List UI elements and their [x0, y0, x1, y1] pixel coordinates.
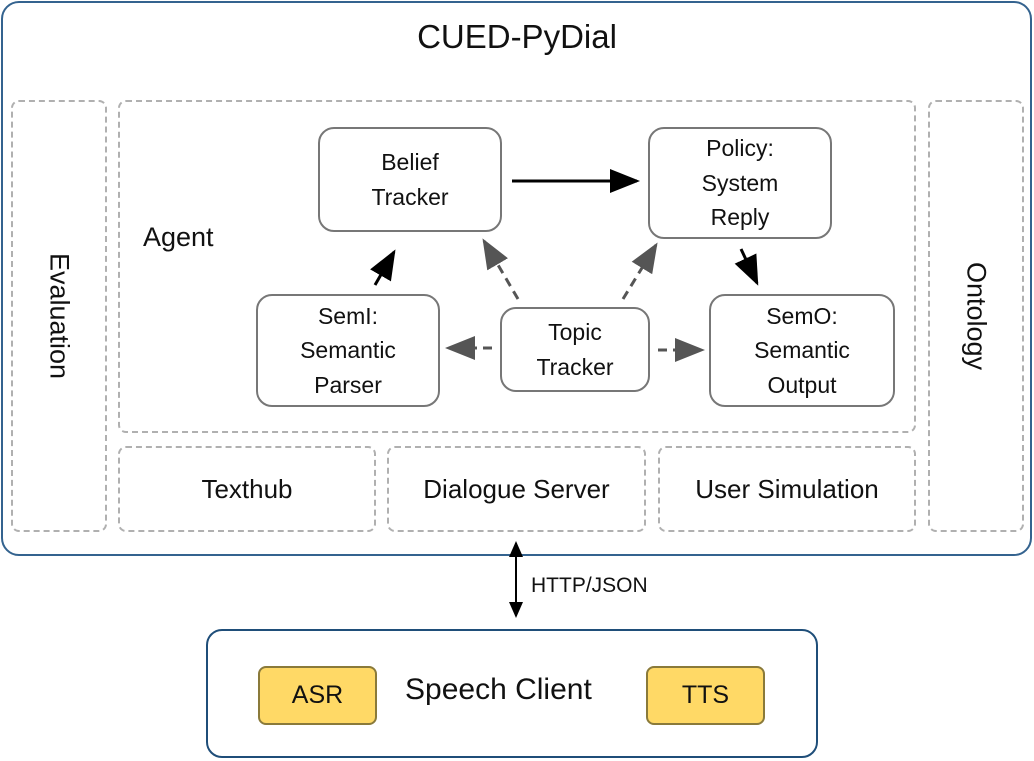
dialogue-server-module: Dialogue Server	[387, 446, 646, 532]
user-simulation-module: User Simulation	[658, 446, 916, 532]
user-simulation-label: User Simulation	[695, 473, 879, 504]
policy-label: Policy: System Reply	[701, 135, 779, 231]
semo-node: SemO: Semantic Output	[709, 294, 895, 407]
topic-to-belief-arrow	[482, 238, 520, 300]
tts-label: TTS	[681, 681, 730, 709]
agent-panel	[118, 100, 916, 433]
asr-label: ASR	[291, 681, 344, 709]
tts-box: TTS	[646, 666, 765, 725]
asr-box: ASR	[258, 666, 377, 725]
policy-to-semo-arrow	[734, 248, 759, 286]
ontology-panel	[928, 100, 1024, 532]
evaluation-panel	[11, 100, 107, 532]
agent-label: Agent	[143, 222, 214, 252]
semi-to-belief-arrow	[370, 249, 396, 286]
http-json-label: HTTP/JSON	[531, 574, 648, 597]
speech-client-label: Speech Client	[405, 673, 592, 706]
topic-tracker-label: Topic Tracker	[536, 319, 614, 380]
belief-tracker-node: Belief Tracker	[318, 127, 502, 232]
topic-tracker-node: Topic Tracker	[500, 307, 650, 392]
texthub-module: Texthub	[118, 446, 376, 532]
semi-node: SemI: Semantic Parser	[256, 294, 440, 407]
policy-node: Policy: System Reply	[648, 127, 832, 239]
semo-label: SemO: Semantic Output	[754, 302, 850, 398]
speech-client-box	[206, 629, 818, 758]
belief-tracker-label: Belief Tracker	[371, 149, 449, 210]
semi-label: SemI: Semantic Parser	[300, 302, 396, 398]
dialogue-server-label: Dialogue Server	[423, 473, 610, 504]
system-title: CUED-PyDial	[417, 18, 617, 55]
texthub-label: Texthub	[201, 473, 293, 504]
topic-to-policy-arrow	[621, 242, 658, 300]
